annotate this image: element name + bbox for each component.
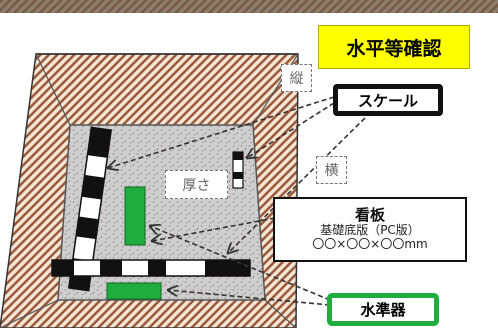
- arrow-level-to-horizontal: [168, 290, 331, 306]
- arrow-level-to-vertical: [150, 226, 331, 301]
- signboard: 看板 基礎底版（PC版） 〇〇×〇〇×〇〇mm: [273, 197, 467, 262]
- level-tool-horizontal: [106, 282, 162, 300]
- pit-corner-bl: [0, 299, 59, 328]
- thickness-label: 厚さ: [165, 170, 228, 199]
- thickness-scale: [232, 151, 244, 189]
- arrow-scale-to-thickness: [247, 102, 335, 158]
- pit-corner-tl: [35, 53, 71, 126]
- title-label: 水平等確認: [318, 25, 470, 69]
- pit-corner-br: [264, 299, 297, 328]
- arrow-sign-to-board: [152, 217, 276, 241]
- horizontal-label: 横: [316, 156, 347, 184]
- level-tool-vertical: [124, 186, 146, 246]
- vertical-label: 縦: [281, 64, 312, 92]
- horizontal-scale: [51, 259, 251, 277]
- signboard-line1: 基礎底版（PC版）: [320, 223, 420, 238]
- scale-label: スケール: [333, 84, 443, 116]
- signboard-title: 看板: [354, 206, 385, 225]
- leader-arrows: [108, 96, 366, 306]
- arrow-scale-to-horizontal: [228, 117, 366, 253]
- level-label: 水準器: [327, 293, 439, 326]
- photo-strip: [0, 0, 498, 13]
- signboard-line2: 〇〇×〇〇×〇〇mm: [312, 237, 428, 252]
